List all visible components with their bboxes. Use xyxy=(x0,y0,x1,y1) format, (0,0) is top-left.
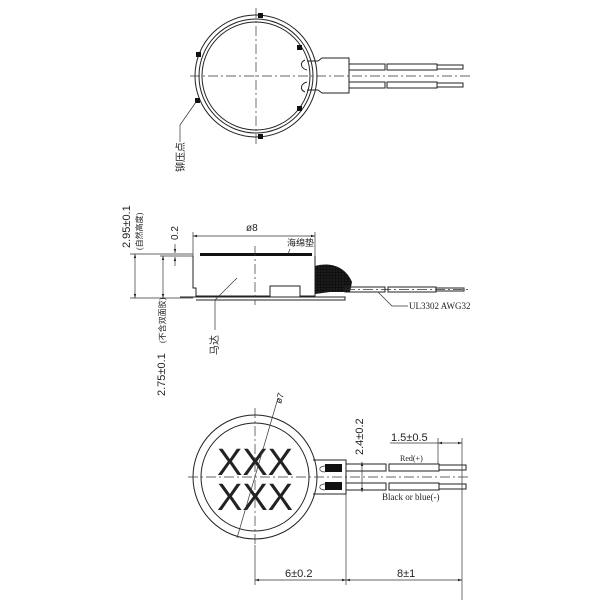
rivet-point xyxy=(196,52,201,57)
body-height-note: (不含双面胶) xyxy=(157,297,167,343)
total-height-note: (自然高度) xyxy=(134,212,144,250)
rivet-point xyxy=(258,13,263,18)
bottom-view: XXX XXX ø7 Red(+) Black or blue(-) 2.4±0… xyxy=(188,392,470,600)
side-view: ø8 海绵垫 UL3302 AWG32 马达 2.95±0.1 (自然高度) 2… xyxy=(121,205,471,396)
wire-black-label: Black or blue(-) xyxy=(382,492,439,502)
rivet-point xyxy=(195,98,200,103)
diameter-7-label: ø7 xyxy=(273,392,286,405)
glue-blob xyxy=(315,264,352,294)
rivet-point xyxy=(297,106,302,111)
top-view: 铆压点 xyxy=(174,8,470,172)
foam-pad-label: 海绵垫 xyxy=(287,237,314,248)
diameter-8-label: ø8 xyxy=(246,223,258,234)
wire-red-label: Red(+) xyxy=(400,454,423,463)
wire-black xyxy=(345,482,387,491)
wire-length-label: 8±1 xyxy=(397,568,415,580)
rivet-point xyxy=(297,45,302,50)
total-height-label: 2.95±0.1 xyxy=(121,205,133,248)
pad-negative xyxy=(325,482,342,490)
center-to-tab-label: 6±0.2 xyxy=(285,568,312,580)
rivet-point-label: 铆压点 xyxy=(174,142,187,172)
wire-red xyxy=(345,463,387,472)
foam-thickness-label: 0.2 xyxy=(170,226,181,240)
foam-pad xyxy=(200,253,312,256)
pad-positive xyxy=(325,464,342,472)
wire-spec-label: UL3302 AWG32 xyxy=(409,301,471,311)
body-height-label: 2.75±0.1 xyxy=(156,353,168,396)
motor-label: 马达 xyxy=(209,335,221,355)
strip-length-label: 1.5±0.5 xyxy=(391,432,428,444)
rivet-point xyxy=(258,134,263,139)
pad-pitch-label: 2.4±0.2 xyxy=(354,418,366,455)
